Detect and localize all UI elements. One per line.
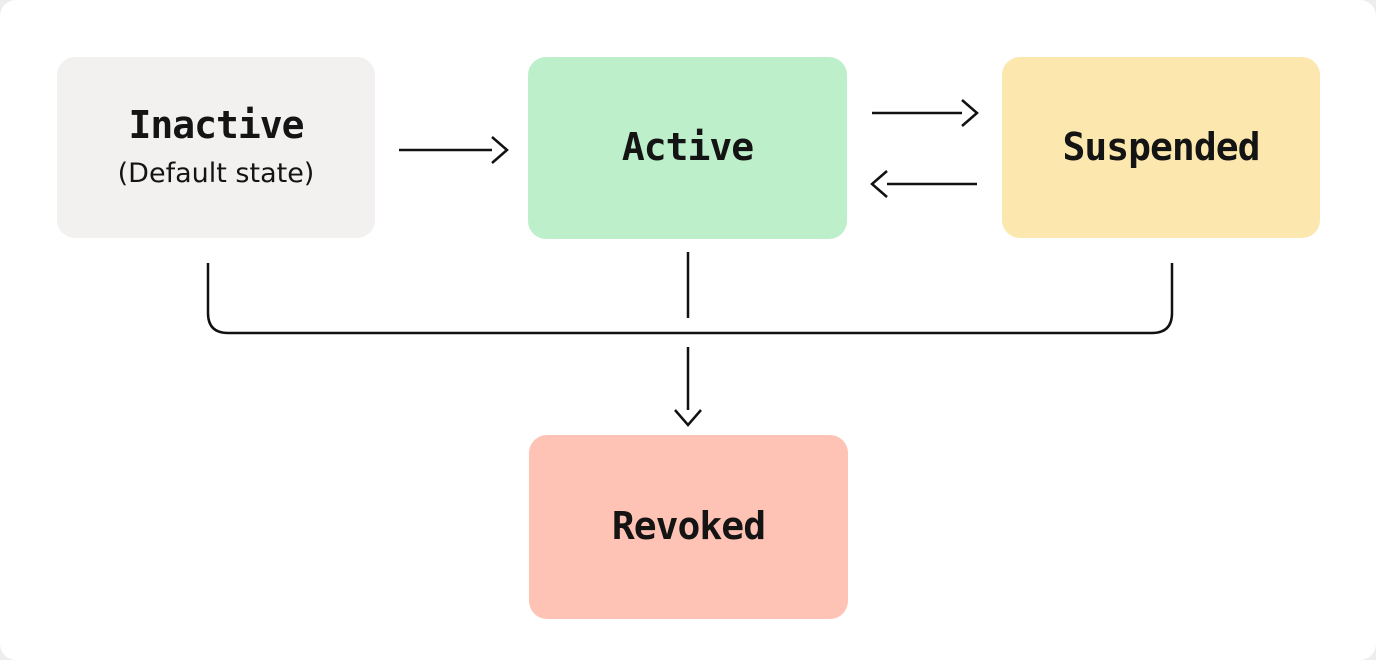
node-revoked: Revoked: [529, 435, 848, 619]
edge-to-revoked-arrow: [674, 347, 702, 427]
edge-suspended-to-active-arrow: [870, 170, 977, 198]
node-active-label: Active: [621, 125, 754, 170]
edge-inactive-to-active-arrow: [399, 136, 509, 164]
node-inactive-label: Inactive: [128, 103, 304, 148]
node-suspended: Suspended: [1002, 57, 1320, 238]
node-suspended-label: Suspended: [1062, 124, 1261, 169]
node-active: Active: [528, 57, 847, 239]
edge-merge-rail: [206, 263, 1174, 335]
edge-active-to-suspended-arrow: [872, 99, 979, 127]
node-inactive: Inactive (Default state): [57, 57, 375, 238]
node-revoked-label: Revoked: [611, 504, 766, 549]
node-inactive-sublabel: (Default state): [117, 158, 315, 190]
